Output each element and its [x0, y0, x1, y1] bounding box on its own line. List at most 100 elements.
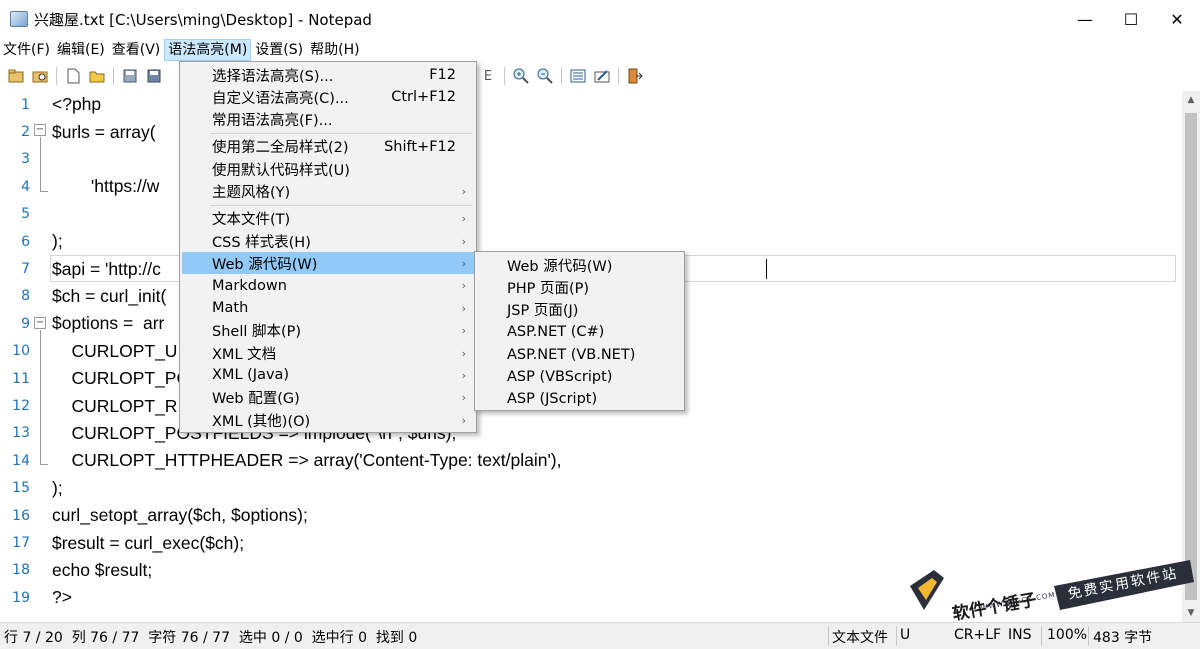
code-line[interactable]: 1<?php [0, 91, 1182, 118]
submenu-arrow-icon: › [461, 185, 466, 199]
fold-guide [40, 191, 48, 192]
fold-guide [40, 137, 41, 191]
syntax-menu-item[interactable]: Web 配置(G)› [182, 387, 474, 409]
line-number: 11 [12, 370, 30, 387]
web-submenu-item[interactable]: ASP.NET (VB.NET) [477, 344, 682, 366]
syntax-menu-item[interactable]: XML (其他)(O) › [182, 409, 474, 431]
menu-syntax[interactable]: 语法高亮(M) [164, 39, 252, 61]
syntax-menu-item[interactable]: 使用第二全局样式(2)Shift+F12 [182, 136, 474, 158]
syntax-menu-item[interactable]: 常用语法高亮(F)... [182, 109, 474, 131]
code-line[interactable]: 10 CURLOPT_U [0, 338, 1182, 365]
syntax-menu-item[interactable]: XML (Java)› [182, 364, 474, 386]
code-line[interactable]: 2$urls = array( [0, 118, 1182, 145]
save-icon[interactable] [120, 66, 140, 86]
menu-view[interactable]: 查看(V) [111, 42, 161, 58]
code-line[interactable]: 6); [0, 228, 1182, 255]
web-submenu-item[interactable]: ASP.NET (C#) [477, 321, 682, 343]
syntax-menu-item[interactable]: 文本文件(T)› [182, 208, 474, 230]
code-line[interactable]: 13 CURLOPT_POSTFIELDS => implode("\n", $… [0, 420, 1182, 447]
syntax-menu-item[interactable]: 选择语法高亮(S)...F12 [182, 64, 474, 86]
notepad-app-icon[interactable] [10, 11, 28, 27]
code-line[interactable]: 8$ch = curl_init( [0, 283, 1182, 310]
word-wrap-icon[interactable]: E [483, 68, 493, 84]
web-submenu-item[interactable]: Web 源代码(W) [477, 254, 682, 276]
menu-item-label: 使用第二全局样式(2) [212, 140, 349, 157]
code-text: ); [52, 477, 63, 498]
zoom-in-icon[interactable] [511, 66, 531, 86]
line-number: 14 [12, 452, 30, 469]
syntax-menu-item[interactable]: Markdown › [182, 275, 474, 297]
code-line[interactable]: 14 CURLOPT_HTTPHEADER => array('Content-… [0, 447, 1182, 474]
toolbar-separator [618, 67, 619, 85]
minimize-icon: — [1077, 9, 1093, 29]
code-line[interactable]: 17$result = curl_exec($ch); [0, 529, 1182, 556]
syntax-menu-item[interactable]: CSS 样式表(H)› [182, 230, 474, 252]
line-number: 6 [21, 233, 30, 250]
new-file-icon[interactable] [63, 66, 83, 86]
minimize-button[interactable]: — [1062, 0, 1108, 38]
menu-item-label: Markdown [212, 277, 287, 294]
status-zoom[interactable]: 100% [1047, 627, 1088, 643]
status-separator [828, 626, 829, 646]
customize-icon[interactable] [592, 66, 612, 86]
find-file-icon[interactable] [30, 66, 50, 86]
line-number: 12 [12, 398, 30, 415]
zoom-out-icon[interactable] [535, 66, 555, 86]
code-line[interactable]: 3 [0, 146, 1182, 173]
menu-item-label: ASP.NET (C#) [507, 324, 605, 341]
maximize-button[interactable]: ☐ [1108, 0, 1154, 38]
code-line[interactable]: 4 'https://w tml', [0, 173, 1182, 200]
scheme-icon[interactable] [568, 66, 588, 86]
scroll-up-icon[interactable]: ▲ [1187, 95, 1195, 105]
web-submenu-item[interactable]: JSP 页面(J) [477, 299, 682, 321]
code-text: CURLOPT_PO [52, 368, 191, 389]
code-line[interactable]: 12 CURLOPT_R [0, 392, 1182, 419]
web-submenu-item[interactable]: ASP (JScript) [477, 388, 682, 410]
syntax-menu-item[interactable]: 使用默认代码样式(U) [182, 158, 474, 180]
menu-settings[interactable]: 设置(S) [255, 42, 304, 58]
syntax-menu-item[interactable]: XML 文档› [182, 342, 474, 364]
syntax-menu-item[interactable]: Math› [182, 297, 474, 319]
line-number: 17 [12, 535, 30, 552]
code-line[interactable]: 5 [0, 201, 1182, 228]
code-text: CURLOPT_HTTPHEADER => array('Content-Typ… [52, 450, 562, 471]
status-mode[interactable]: INS [1008, 627, 1032, 643]
fold-collapse-icon[interactable]: − [34, 317, 46, 329]
open-file-icon[interactable] [87, 66, 107, 86]
scroll-thumb[interactable] [1185, 113, 1197, 600]
close-button[interactable]: ✕ [1154, 0, 1200, 38]
syntax-menu-item[interactable]: Web 源代码(W)› [182, 252, 474, 275]
code-line[interactable]: 11 CURLOPT_PO [0, 365, 1182, 392]
code-line[interactable]: 15); [0, 475, 1182, 502]
menu-help[interactable]: 帮助(H) [310, 42, 360, 58]
line-number: 5 [21, 206, 30, 223]
submenu-arrow-icon: › [461, 279, 466, 293]
save-as-icon[interactable] [144, 66, 164, 86]
fold-collapse-icon[interactable]: − [34, 124, 46, 136]
code-line[interactable]: 9$options = arr [0, 310, 1182, 337]
fold-guide [40, 464, 48, 465]
code-line[interactable]: 19?> [0, 584, 1182, 611]
scroll-down-icon[interactable]: ▼ [1187, 608, 1195, 618]
web-submenu-item[interactable]: PHP 页面(P) [477, 276, 682, 298]
syntax-menu-item[interactable]: 主题风格(Y) › [182, 181, 474, 203]
web-submenu-item[interactable]: ASP (VBScript) [477, 366, 682, 388]
syntax-menu-item[interactable]: Shell 脚本(P)› [182, 320, 474, 342]
menu-item-label: XML (其他)(O) [212, 413, 311, 430]
status-encoding[interactable]: U [900, 627, 911, 643]
vertical-scrollbar[interactable]: ▲ ▼ [1182, 91, 1200, 622]
submenu-arrow-icon: › [461, 413, 466, 427]
submenu-arrow-icon: › [461, 346, 466, 360]
menu-item-label: 主题风格(Y) [212, 185, 291, 202]
menu-file[interactable]: 文件(F) [3, 42, 50, 58]
syntax-menu-item[interactable]: 自定义语法高亮(C)...Ctrl+F12 [182, 86, 474, 108]
line-number: 3 [21, 151, 30, 168]
menu-edit[interactable]: 编辑(E) [56, 42, 105, 58]
exit-icon[interactable] [625, 66, 645, 86]
open-folder-icon[interactable] [6, 66, 26, 86]
status-eol[interactable]: CR+LF [954, 627, 1002, 643]
status-filetype[interactable]: 文本文件 [832, 630, 888, 646]
